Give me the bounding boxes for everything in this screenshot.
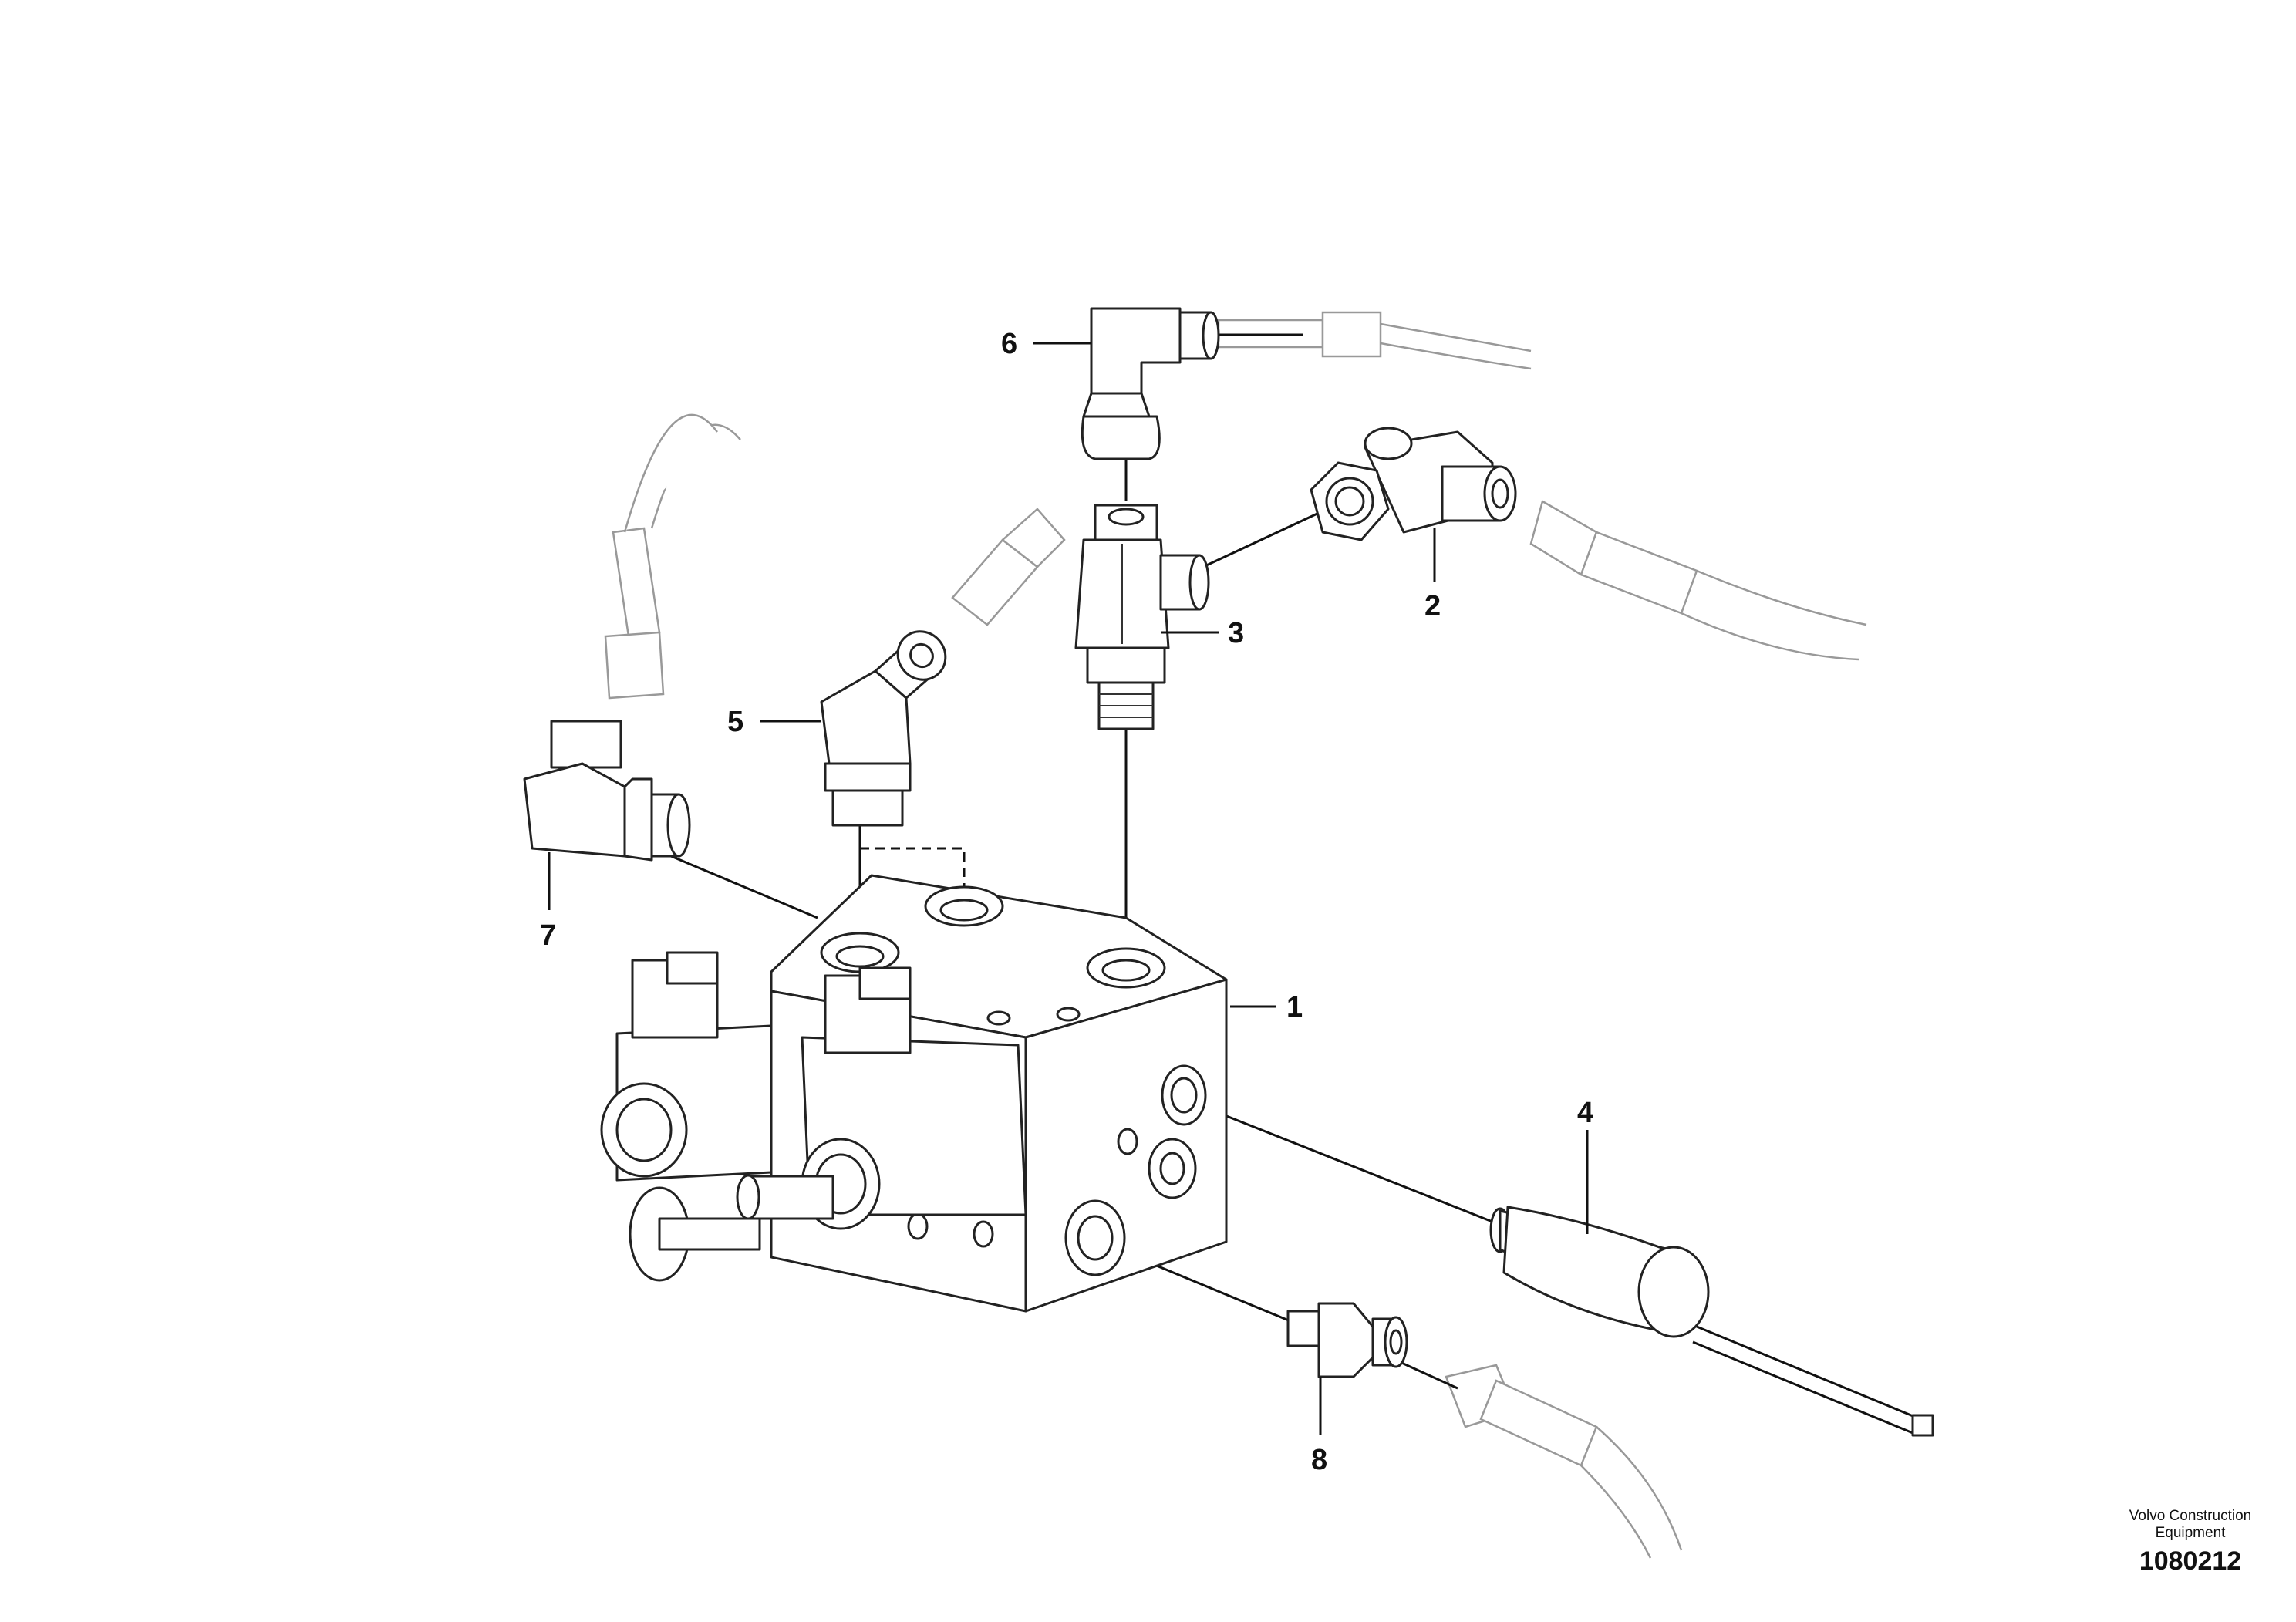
hose-left-7	[604, 413, 741, 700]
callout-7: 7	[540, 852, 556, 952]
part-5-45deg-elbow	[820, 630, 947, 827]
figure-caption: Volvo Construction Equipment 1080212	[2075, 1508, 2296, 1576]
brand-line-1: Volvo Construction	[2129, 1508, 2252, 1524]
svg-text:6: 6	[1001, 328, 1017, 360]
callout-8: 8	[1311, 1377, 1327, 1476]
part-8-adapter	[1286, 1302, 1408, 1378]
part-2-tee-union	[1310, 427, 1517, 541]
hose-top-right	[1217, 311, 1532, 370]
callout-4: 4	[1577, 1097, 1593, 1234]
svg-text:3: 3	[1228, 617, 1244, 649]
hose-right-2	[1529, 500, 1867, 661]
svg-text:5: 5	[727, 706, 743, 738]
hose-center-5	[951, 508, 1066, 626]
solenoid-coil-rear	[600, 951, 773, 1282]
svg-text:2: 2	[1424, 590, 1441, 622]
svg-text:4: 4	[1577, 1097, 1593, 1129]
part-4-pressure-sensor	[1489, 1206, 1934, 1437]
connector-line-4	[1183, 1098, 1505, 1228]
connector-line-7	[670, 855, 818, 919]
part-6-elbow-fitting	[1081, 307, 1220, 460]
svg-text:1: 1	[1286, 991, 1303, 1023]
callout-3: 3	[1161, 617, 1244, 649]
svg-text:8: 8	[1311, 1444, 1327, 1476]
callout-6: 6	[1001, 328, 1091, 360]
svg-text:7: 7	[540, 919, 556, 952]
brand-line-2: Equipment	[2155, 1525, 2226, 1541]
hose-bottom-8	[1445, 1364, 1683, 1559]
part-7-90deg-elbow	[523, 720, 691, 862]
callout-5: 5	[727, 706, 821, 738]
figure-number: 1080212	[2139, 1546, 2242, 1576]
callout-2: 2	[1424, 528, 1441, 622]
part-3-tee-fitting	[1074, 504, 1210, 730]
callout-1: 1	[1230, 991, 1303, 1023]
connector-line-2	[1202, 511, 1320, 568]
solenoid-coil-front	[736, 966, 1027, 1230]
